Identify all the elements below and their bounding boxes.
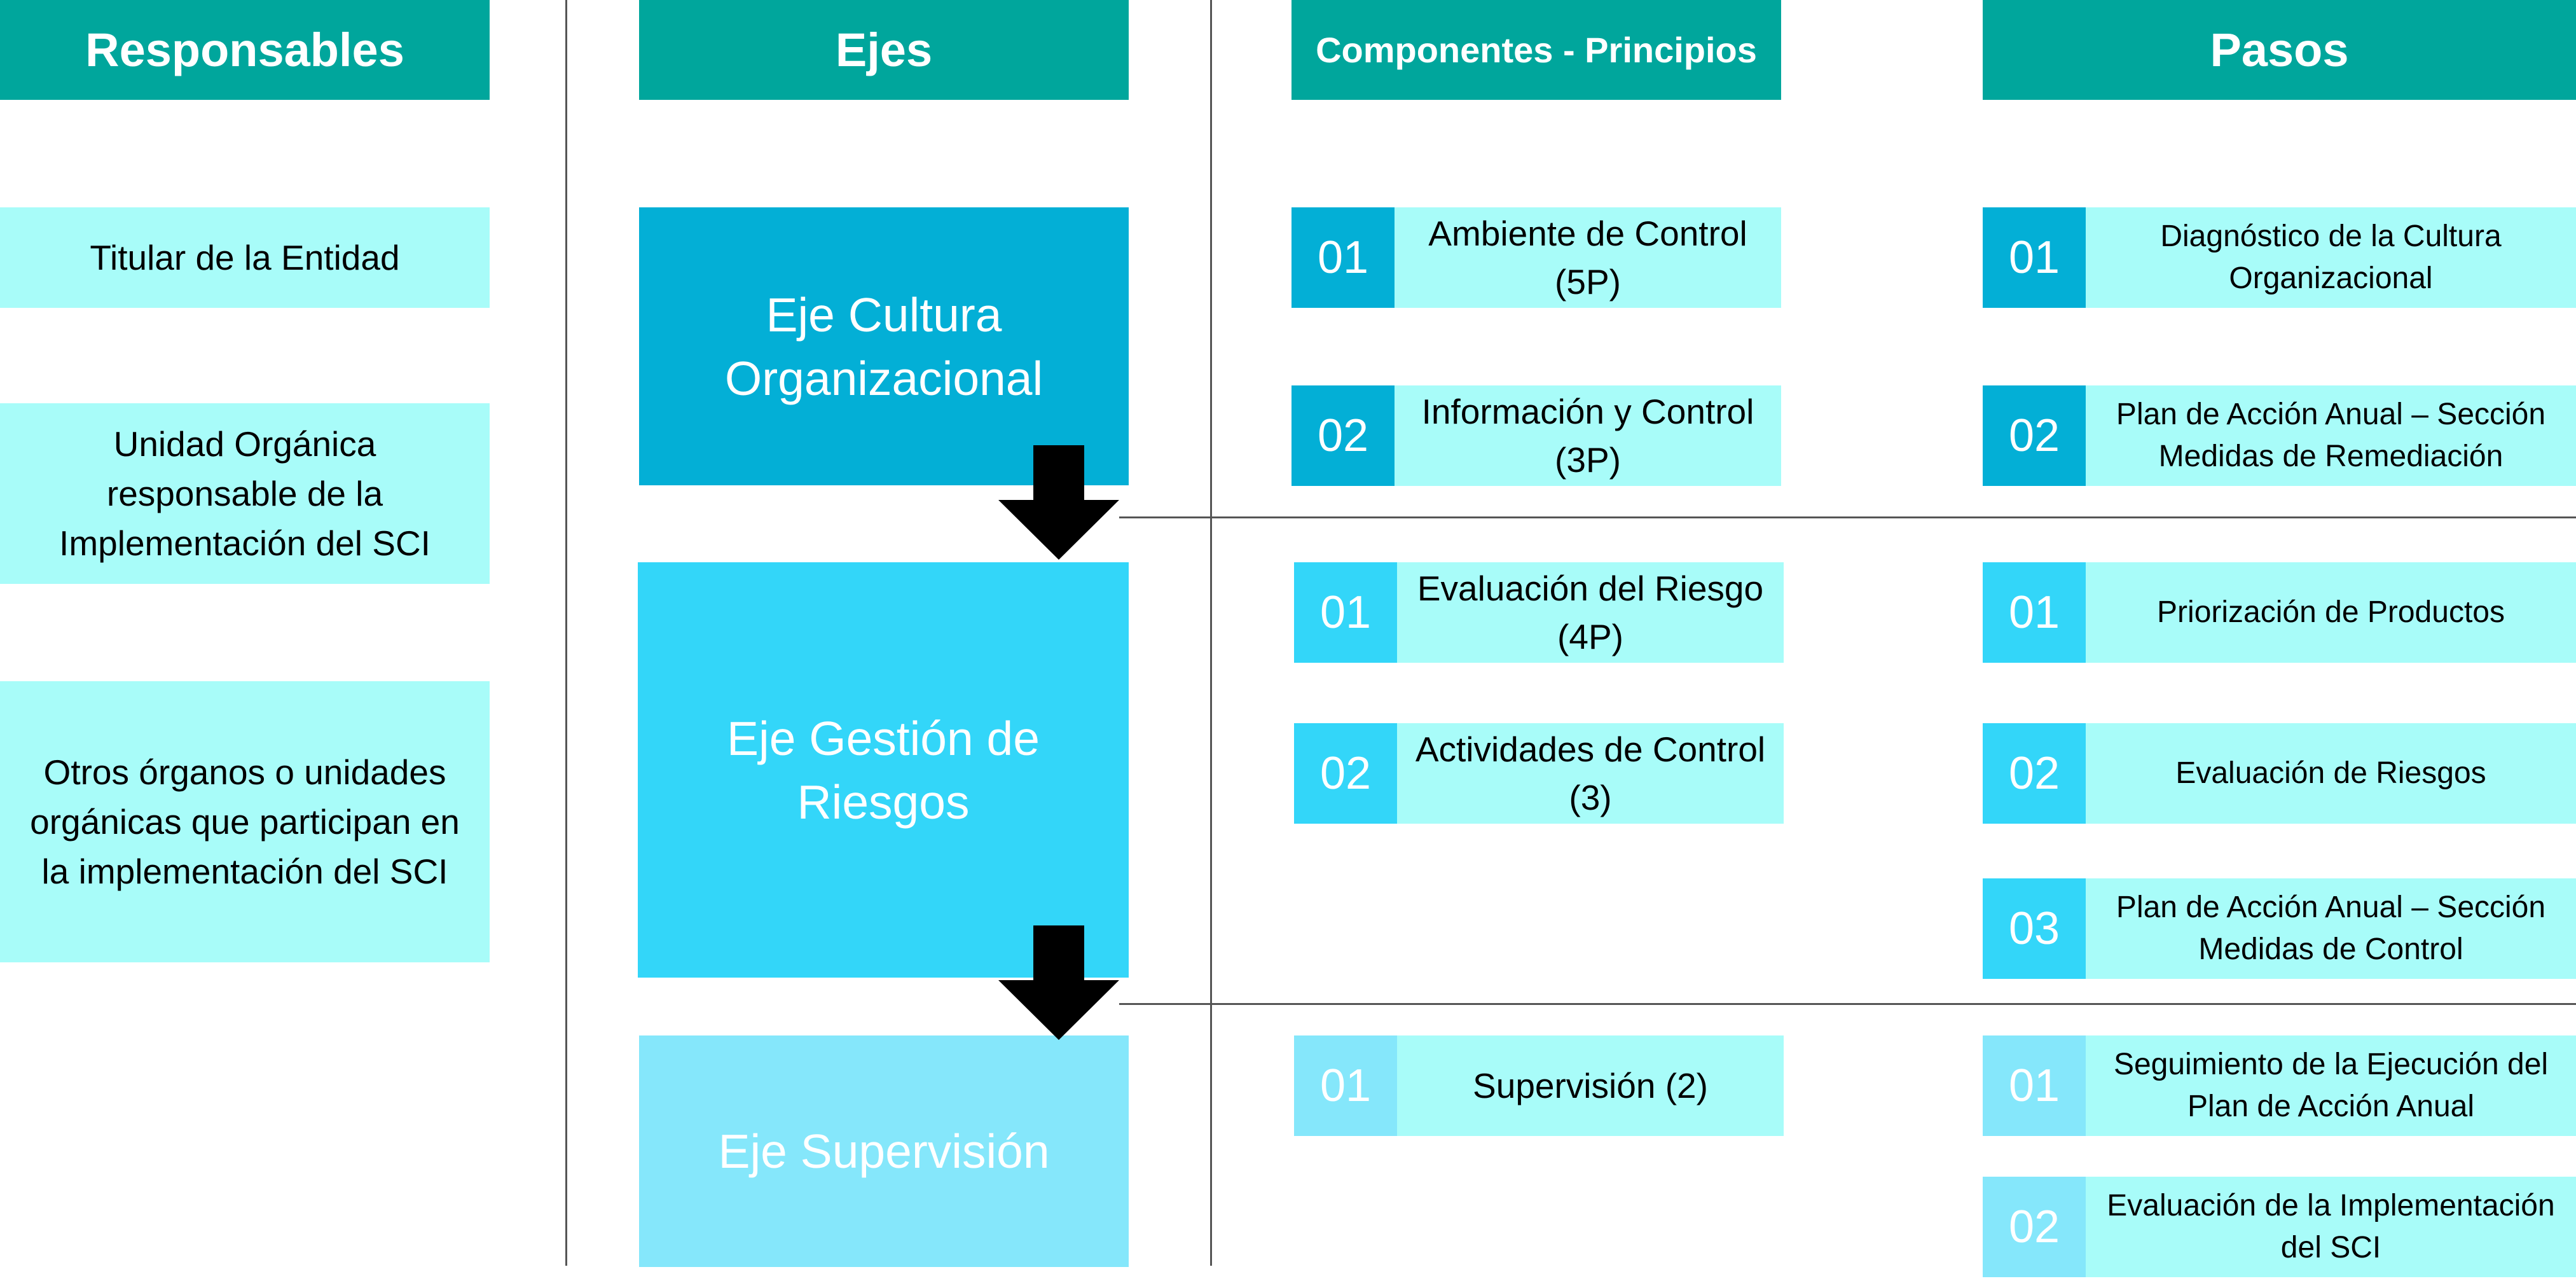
paso-number: 02 (1983, 723, 2086, 824)
paso-number: 03 (1983, 878, 2086, 979)
paso-label: Plan de Acción Anual – Sección Medidas d… (2086, 878, 2576, 979)
componente-label: Supervisión (2) (1397, 1035, 1784, 1136)
paso-label: Diagnóstico de la Cultura Organizacional (2086, 207, 2576, 308)
eje-gestion-riesgos: Eje Gestión de Riesgos (638, 562, 1129, 978)
column-divider-1 (565, 0, 567, 1266)
paso-plan-remediacion: 02 Plan de Acción Anual – Sección Medida… (1983, 385, 2576, 486)
componente-label: Ambiente de Control (5P) (1395, 207, 1781, 308)
arrow-down-icon (998, 925, 1119, 1040)
componente-number: 01 (1291, 207, 1395, 308)
paso-evaluacion-riesgos: 02 Evaluación de Riesgos (1983, 723, 2576, 824)
componente-number: 01 (1294, 1035, 1397, 1136)
componente-label: Evaluación del Riesgo (4P) (1397, 562, 1784, 663)
componente-supervision: 01 Supervisión (2) (1294, 1035, 1784, 1136)
paso-evaluacion-implementacion: 02 Evaluación de la Implementación del S… (1983, 1177, 2576, 1277)
section-divider-2 (1119, 1003, 2576, 1005)
componente-label: Actividades de Control (3) (1397, 723, 1784, 824)
arrow-down-icon (998, 445, 1119, 560)
header-pasos: Pasos (1983, 0, 2576, 100)
paso-number: 01 (1983, 1035, 2086, 1136)
responsable-unidad-organica: Unidad Orgánica responsable de la Implem… (0, 403, 490, 584)
section-divider-1 (1119, 516, 2576, 518)
responsable-titular: Titular de la Entidad (0, 207, 490, 308)
paso-priorizacion-productos: 01 Priorización de Productos (1983, 562, 2576, 663)
column-divider-2 (1210, 0, 1212, 1266)
header-responsables: Responsables (0, 0, 490, 100)
paso-label: Evaluación de Riesgos (2086, 723, 2576, 824)
paso-number: 01 (1983, 562, 2086, 663)
paso-label: Plan de Acción Anual – Sección Medidas d… (2086, 385, 2576, 486)
paso-number: 02 (1983, 1177, 2086, 1277)
responsable-otros-organos: Otros órganos o unidades orgánicas que p… (0, 681, 490, 962)
paso-plan-control: 03 Plan de Acción Anual – Sección Medida… (1983, 878, 2576, 979)
header-ejes: Ejes (639, 0, 1129, 100)
componente-actividades-control: 02 Actividades de Control (3) (1294, 723, 1784, 824)
paso-diagnostico: 01 Diagnóstico de la Cultura Organizacio… (1983, 207, 2576, 308)
componente-evaluacion-riesgo: 01 Evaluación del Riesgo (4P) (1294, 562, 1784, 663)
paso-label: Seguimiento de la Ejecución del Plan de … (2086, 1035, 2576, 1136)
componente-informacion-control: 02 Información y Control (3P) (1291, 385, 1781, 486)
paso-seguimiento: 01 Seguimiento de la Ejecución del Plan … (1983, 1035, 2576, 1136)
componente-number: 01 (1294, 562, 1397, 663)
eje-cultura-organizacional: Eje Cultura Organizacional (639, 207, 1129, 485)
paso-label: Priorización de Productos (2086, 562, 2576, 663)
componente-ambiente-control: 01 Ambiente de Control (5P) (1291, 207, 1781, 308)
componente-number: 02 (1291, 385, 1395, 486)
componente-number: 02 (1294, 723, 1397, 824)
paso-label: Evaluación de la Implementación del SCI (2086, 1177, 2576, 1277)
componente-label: Información y Control (3P) (1395, 385, 1781, 486)
eje-supervision: Eje Supervisión (639, 1035, 1129, 1267)
paso-number: 02 (1983, 385, 2086, 486)
header-componentes: Componentes - Principios (1291, 0, 1781, 100)
paso-number: 01 (1983, 207, 2086, 308)
